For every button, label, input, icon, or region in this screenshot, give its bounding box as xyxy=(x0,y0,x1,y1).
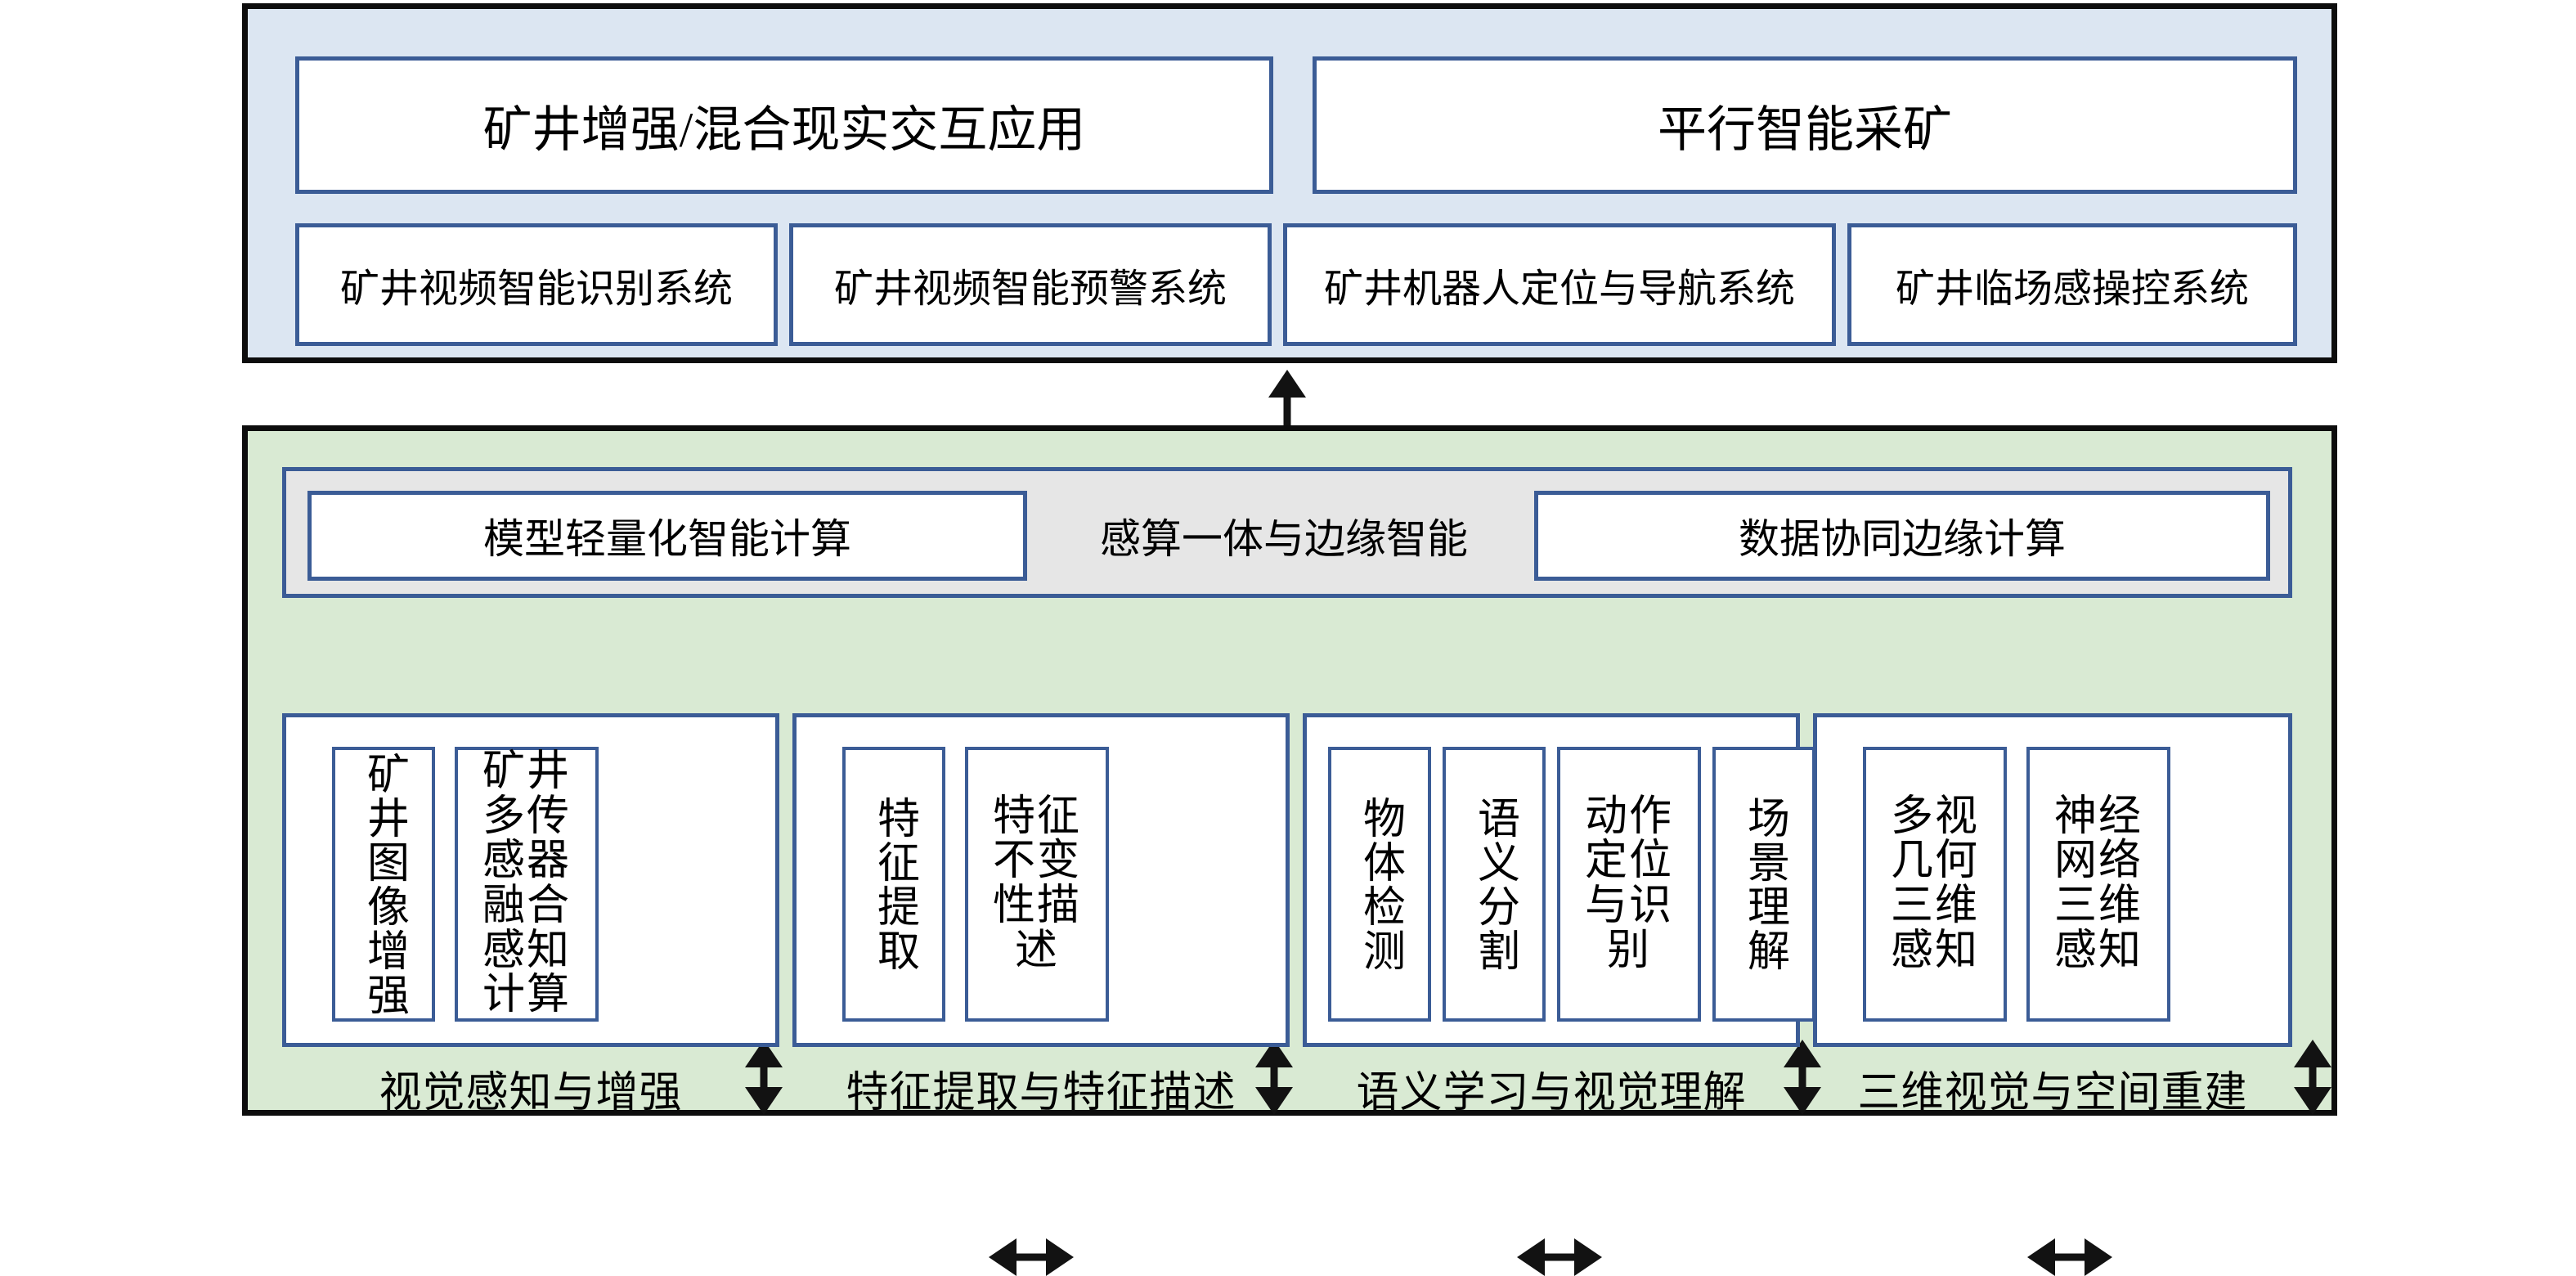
arrow-stem xyxy=(1283,394,1291,435)
arrow-head-right-icon xyxy=(1046,1238,1074,1276)
group-caption-3d-vision: 三维视觉与空间重建 xyxy=(1813,1059,2292,1116)
arrow-head-down-icon xyxy=(1255,1087,1293,1115)
system-box-label: 矿井机器人定位与导航系统 xyxy=(1323,267,1795,311)
application-box-mixed-reality[interactable]: 矿井增强/混合现实交互应用 xyxy=(295,56,1273,194)
arrow-head-down-icon xyxy=(745,1087,783,1115)
cell-mine-image-enhancement[interactable]: 矿井图像增强 xyxy=(332,747,435,1022)
cell-label: 动作定位与识别 xyxy=(1584,793,1673,974)
cell-label: 矿井多传感器融合感知计算 xyxy=(482,748,571,1019)
arrow-stem xyxy=(2052,1253,2088,1261)
arrow-head-right-icon xyxy=(2085,1238,2112,1276)
cell-label: 多视几何三维感知 xyxy=(1890,793,1979,974)
cell-action-localization-recognition[interactable]: 动作定位与识别 xyxy=(1557,747,1701,1022)
group-caption-label: 三维视觉与空间重建 xyxy=(1857,1069,2248,1116)
group-caption-label: 语义学习与视觉理解 xyxy=(1356,1069,1747,1116)
arrow-head-left-icon xyxy=(1517,1238,1545,1276)
system-box-video-early-warning[interactable]: 矿井视频智能预警系统 xyxy=(789,223,1272,346)
cell-label: 物体检测 xyxy=(1356,796,1403,973)
group-link-arrow-icon-2 xyxy=(2027,1238,2112,1276)
group-caption-semantic-learning: 语义学习与视觉理解 xyxy=(1303,1059,1800,1116)
arrow-head-down-icon xyxy=(2294,1087,2331,1115)
group-visual-perception: 矿井图像增强 矿井多传感器融合感知计算 xyxy=(282,713,779,1047)
application-box-label: 平行智能采矿 xyxy=(1658,102,1952,157)
group-caption-visual-perception: 视觉感知与增强 xyxy=(282,1059,779,1116)
cell-object-detection[interactable]: 物体检测 xyxy=(1328,747,1431,1022)
group-caption-label: 视觉感知与增强 xyxy=(379,1069,683,1116)
system-box-video-recognition[interactable]: 矿井视频智能识别系统 xyxy=(295,223,778,346)
arrow-head-up-icon xyxy=(1268,370,1306,398)
application-box-label: 矿井增强/混合现实交互应用 xyxy=(482,102,1086,157)
cell-label: 场景理解 xyxy=(1740,796,1788,973)
edge-band-title: 感算一体与边缘智能 xyxy=(1047,491,1521,581)
cell-label: 语义分割 xyxy=(1470,796,1518,973)
system-box-label: 矿井视频智能预警系统 xyxy=(833,267,1227,311)
arrow-stem xyxy=(1013,1253,1049,1261)
cell-semantic-segmentation[interactable]: 语义分割 xyxy=(1443,747,1546,1022)
arrow-stem xyxy=(760,1061,768,1094)
group-link-arrow-icon-0 xyxy=(989,1238,1074,1276)
system-box-telepresence-control[interactable]: 矿井临场感操控系统 xyxy=(1847,223,2297,346)
cell-label: 特征不变性描述 xyxy=(992,793,1081,974)
arrow-stem xyxy=(1542,1253,1577,1261)
edge-box-label: 模型轻量化智能计算 xyxy=(483,516,851,562)
edge-intelligence-band: 模型轻量化智能计算 感算一体与边缘智能 数据协同边缘计算 xyxy=(282,467,2292,598)
system-box-robot-navigation[interactable]: 矿井机器人定位与导航系统 xyxy=(1283,223,1836,346)
cell-label: 神经网络三维感知 xyxy=(2053,793,2143,974)
group-semantic-learning: 物体检测 语义分割 动作定位与识别 场景理解 xyxy=(1303,713,1815,1047)
cell-scene-understanding[interactable]: 场景理解 xyxy=(1712,747,1815,1022)
cell-feature-invariance-description[interactable]: 特征不变性描述 xyxy=(965,747,1109,1022)
arrow-head-left-icon xyxy=(2027,1238,2055,1276)
edge-box-collaborative-edge-computing[interactable]: 数据协同边缘计算 xyxy=(1534,491,2270,581)
edge-box-label: 数据协同边缘计算 xyxy=(1739,516,2066,562)
system-box-label: 矿井视频智能识别系统 xyxy=(339,267,733,311)
arrow-stem xyxy=(2309,1061,2317,1094)
arrow-head-right-icon xyxy=(1574,1238,1602,1276)
group-feature-extraction: 特征提取 特征不变性描述 xyxy=(792,713,1290,1047)
cell-label: 特征提取 xyxy=(870,796,918,973)
application-layer-panel: 矿井增强/混合现实交互应用 平行智能采矿 矿井视频智能识别系统 矿井视频智能预警… xyxy=(242,3,2337,363)
group-link-arrow-icon-1 xyxy=(1517,1238,1602,1276)
arrow-head-left-icon xyxy=(989,1238,1016,1276)
cell-multi-sensor-fusion[interactable]: 矿井多传感器融合感知计算 xyxy=(455,747,599,1022)
group-caption-label: 特征提取与特征描述 xyxy=(846,1069,1236,1116)
arrow-stem xyxy=(1798,1061,1806,1094)
arrow-head-down-icon xyxy=(1784,1087,1821,1115)
group-3d-vision: 多视几何三维感知 神经网络三维感知 xyxy=(1813,713,2292,1047)
edge-box-lightweight-model-computing[interactable]: 模型轻量化智能计算 xyxy=(307,491,1027,581)
perception-layer-panel: 模型轻量化智能计算 感算一体与边缘智能 数据协同边缘计算 xyxy=(242,425,2337,1276)
cell-neural-network-3d[interactable]: 神经网络三维感知 xyxy=(2026,747,2170,1022)
band-to-group-arrow-icon-3 xyxy=(2294,1040,2331,1115)
edge-band-title-label: 感算一体与边缘智能 xyxy=(1100,516,1468,562)
application-box-parallel-mining[interactable]: 平行智能采矿 xyxy=(1313,56,2297,194)
arrow-stem xyxy=(1270,1061,1278,1094)
system-box-label: 矿井临场感操控系统 xyxy=(1895,267,2249,311)
group-caption-feature-extraction: 特征提取与特征描述 xyxy=(792,1059,1290,1116)
cell-feature-extraction[interactable]: 特征提取 xyxy=(842,747,945,1022)
cell-label: 矿井图像增强 xyxy=(360,752,407,1017)
cell-multiview-geometry-3d[interactable]: 多视几何三维感知 xyxy=(1863,747,2007,1022)
